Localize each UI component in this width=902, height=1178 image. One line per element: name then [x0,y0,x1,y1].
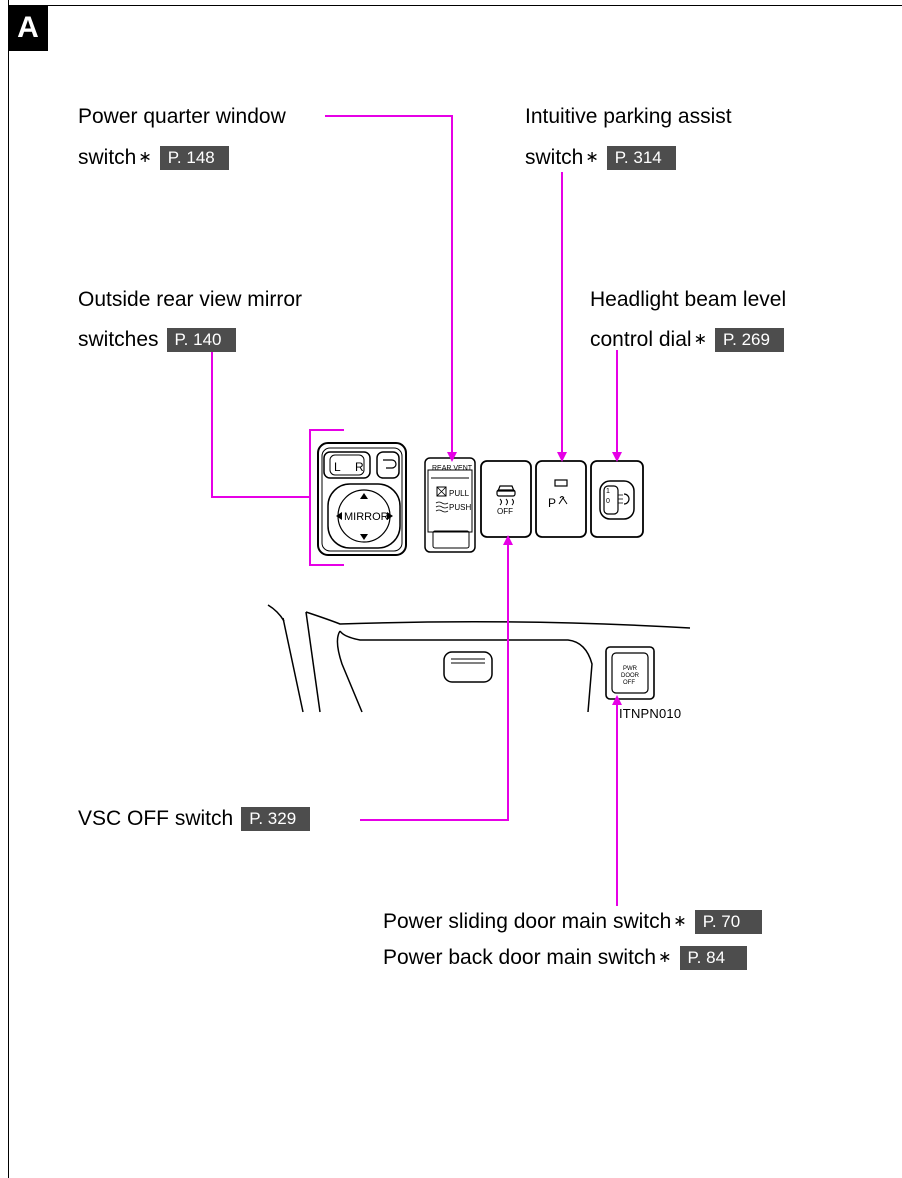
pwr-label: PWR [623,666,638,672]
off-label: OFF [623,680,635,686]
vsc-off-switch: OFF [480,460,532,538]
dial-position-1: 1 [606,488,610,495]
rear-vent-switch: REAR VENT PULL PUSH [424,457,476,553]
intuitive-parking-label-line2: switch∗P. 314 [525,145,676,171]
page-ref-84[interactable]: P. 84 [679,946,748,970]
outside-mirror-label-line1: Outside rear view mirror [78,288,303,311]
page-ref-148[interactable]: P. 148 [159,146,229,170]
back-door-label: Power back door main switch∗P. 84 [383,945,748,971]
asterisk-icon: ∗ [673,913,687,930]
headlight-dial-label-line2: control dial∗P. 269 [590,327,784,353]
asterisk-icon: ∗ [693,331,707,348]
frame-top-rule [8,5,902,6]
page-ref-70[interactable]: P. 70 [694,910,763,934]
pull-label: PULL [449,489,470,498]
intuitive-parking-label-line1: Intuitive parking assist [525,105,732,128]
section-badge: A [8,5,48,51]
leader-lines [211,115,622,906]
asterisk-icon: ∗ [658,949,672,966]
indicator-lamp-icon [554,479,568,487]
mirror-switch-housing [317,442,407,556]
vsc-off-text: OFF [497,507,513,516]
page-ref-314[interactable]: P. 314 [606,146,676,170]
parking-assist-switch: P [535,460,587,538]
mirror-right-label: R [355,460,364,474]
pwr-door-off-switch: PWR DOOR OFF [605,646,655,700]
mirror-left-label: L [334,460,341,474]
leader-vsc-off [360,535,513,821]
push-label: PUSH [449,503,471,512]
leader-power-quarter-window [325,115,457,462]
arrow-right-icon [387,512,393,520]
page-ref-140[interactable]: P. 140 [166,328,236,352]
dashboard-outline [267,604,691,713]
headlight-dial-label-line1: Headlight beam level [590,288,787,311]
mirror-fold-icon [383,459,397,469]
vent-closed-icon [436,486,447,497]
parking-p-label: P [548,496,556,510]
mirror-lr-selector [323,451,371,479]
sensor-waves-icon [558,496,568,505]
arrow-left-icon [336,512,342,520]
frame-left-rule [8,0,9,1178]
arrow-down-icon [360,534,368,540]
rear-vent-label: REAR VENT [432,465,473,472]
glovebox-handle [443,651,493,683]
figure-code: ITNPN010 [619,706,682,721]
headlight-icon [623,493,630,505]
power-quarter-window-label-line1: Power quarter window [78,105,286,128]
mirror-label: MIRROR [344,511,389,523]
vent-airflow-icon [435,501,449,513]
mirror-switch-unit: L R MIRROR [317,442,407,556]
mirror-fold-button [376,451,400,479]
asterisk-icon: ∗ [585,149,599,166]
page-ref-329[interactable]: P. 329 [241,807,311,831]
leader-outside-mirror [211,352,310,498]
dial-position-0: 0 [606,498,610,505]
page-ref-269[interactable]: P. 269 [714,328,784,352]
sliding-door-label: Power sliding door main switch∗P. 70 [383,909,763,935]
skid-car-icon [497,485,515,492]
asterisk-icon: ∗ [138,149,152,166]
mirror-adjust-pad [327,483,401,549]
arrow-up-icon [360,493,368,499]
headlight-level-dial: 1 0 [590,460,644,538]
dial-wheel-icon [603,485,619,515]
power-quarter-window-label-line2: switch∗P. 148 [78,145,229,171]
door-label: DOOR [621,673,640,679]
